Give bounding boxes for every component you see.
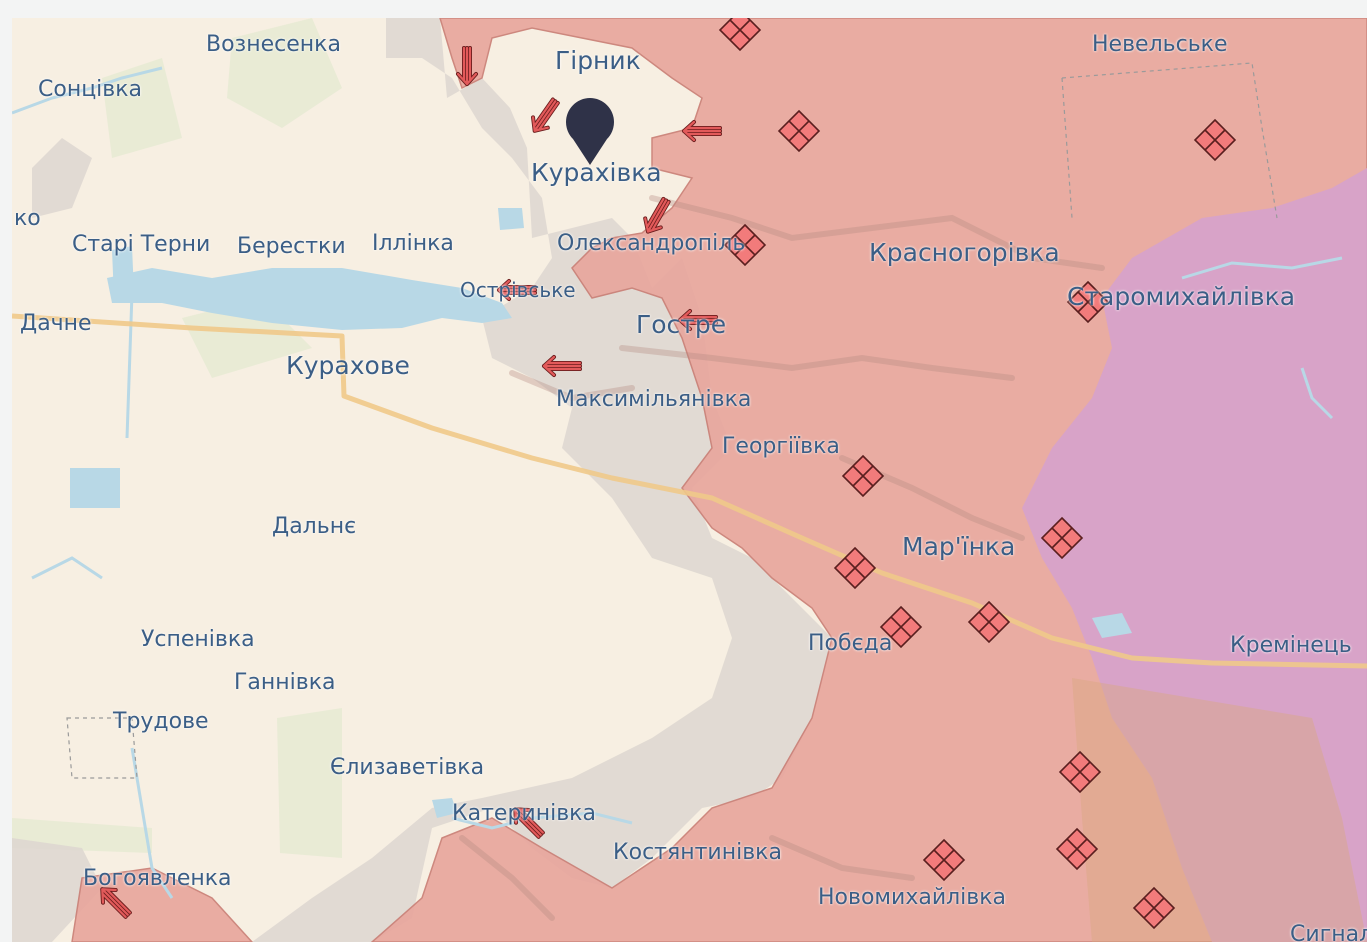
attack-arrow-icon[interactable] — [682, 120, 722, 142]
clash-diamond-icon[interactable] — [718, 18, 762, 52]
rivers — [12, 66, 1343, 899]
attack-arrow-icon[interactable] — [678, 309, 718, 331]
forest-areas — [12, 18, 342, 858]
clash-diamond-icon[interactable] — [833, 546, 877, 590]
clash-diamond-icon[interactable] — [777, 109, 821, 153]
clash-diamond-icon[interactable] — [967, 600, 1011, 644]
attack-arrow-icon[interactable] — [509, 803, 547, 841]
clash-diamond-icon[interactable] — [723, 223, 767, 267]
clash-diamond-icon[interactable] — [1193, 118, 1237, 162]
clash-diamond-icon[interactable] — [1058, 750, 1102, 794]
attack-arrow-icon[interactable] — [497, 279, 537, 301]
clash-diamond-icon[interactable] — [922, 838, 966, 882]
attack-arrow-icon[interactable] — [96, 883, 134, 921]
admin-boundaries — [66, 62, 1278, 779]
map-canvas[interactable] — [12, 18, 1367, 942]
attack-arrow-icon[interactable] — [527, 96, 562, 136]
long-occupied-area — [1022, 168, 1367, 942]
attack-arrow-icon[interactable] — [456, 46, 478, 86]
grey-zone — [12, 18, 832, 942]
clash-diamond-icon[interactable] — [1055, 827, 1099, 871]
attack-arrow-icon[interactable] — [640, 196, 674, 236]
attack-arrow-icon[interactable] — [542, 355, 582, 377]
clash-diamond-icon[interactable] — [1066, 280, 1110, 324]
highway-road — [12, 313, 1367, 669]
map-viewport[interactable]: Вознесенка Сонцівка Гірник Невельське Ку… — [12, 18, 1367, 942]
clash-diamond-icon[interactable] — [1040, 516, 1084, 560]
clash-diamond-icon[interactable] — [841, 454, 885, 498]
field-area — [1072, 678, 1367, 942]
water-bodies — [70, 208, 1132, 818]
map-pin-icon[interactable] — [566, 98, 614, 165]
clash-diamond-icon[interactable] — [1132, 886, 1176, 930]
attack-arrows — [96, 46, 722, 921]
clash-markers — [718, 18, 1237, 930]
clash-diamond-icon[interactable] — [879, 605, 923, 649]
occupied-area-southwest — [71, 867, 254, 942]
